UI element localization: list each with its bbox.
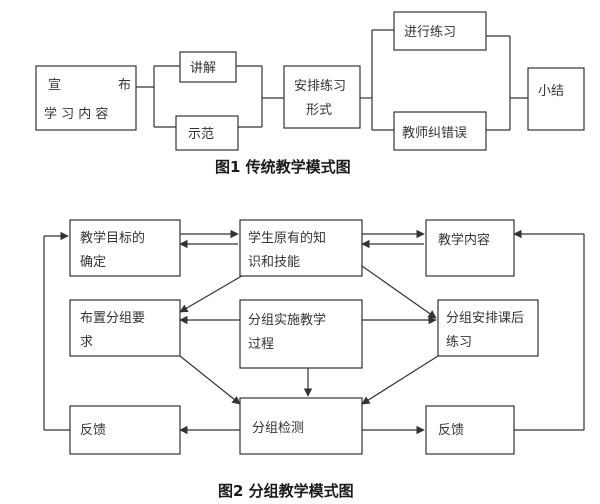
feedback-right-label: 反馈 [438, 423, 464, 438]
arrange-label-line2: 形式 [306, 103, 332, 118]
feedback-right-box: 反馈 [425, 405, 515, 455]
prior-label-line1: 学生原有的知 [248, 230, 326, 246]
group-after-label-line2: 练习 [446, 335, 472, 350]
content-box: 教学内容 [425, 219, 515, 277]
group-impl-label-line1: 分组实施教学 [248, 312, 326, 328]
summary-label: 小结 [538, 84, 564, 99]
group-req-label-line2: 求 [80, 335, 93, 350]
group-requirement-box: 布置分组要 求 [69, 299, 181, 357]
group-after-class-box: 分组安排课后 练习 [437, 299, 539, 357]
group-after-label-line1: 分组安排课后 [446, 311, 524, 326]
announce-label-line1b: 布 [118, 78, 131, 93]
goal-label-line1: 教学目标的 [80, 230, 145, 246]
arrange-practice-box: 安排练习 形式 [283, 65, 361, 129]
figure2-group-model: 教学目标的 确定 学生原有的知 识和技能 教学内容 布置分组要 求 分组实施教学… [43, 219, 585, 500]
prior-label-line2: 识和技能 [248, 255, 300, 270]
demo-label: 示范 [188, 127, 214, 142]
group-impl-label-line2: 过程 [248, 337, 274, 352]
announce-content-box: 宣 布 学 习 内 容 [35, 65, 137, 131]
teacher-correct-box: 教师纠错误 [393, 111, 487, 151]
practice-box: 进行练习 [393, 11, 487, 51]
announce-label-line1: 宣 [48, 77, 61, 93]
group-test-box: 分组检测 [239, 397, 363, 455]
goal-box: 教学目标的 确定 [69, 219, 181, 277]
summary-box: 小结 [527, 67, 585, 131]
feedback-left-label: 反馈 [80, 423, 106, 438]
demo-box: 示范 [175, 115, 239, 151]
prior-knowledge-box: 学生原有的知 识和技能 [239, 219, 363, 277]
arrange-label-line1: 安排练习 [294, 79, 346, 94]
announce-label-line2: 学 习 内 容 [44, 106, 108, 122]
figure1-connectors [136, 29, 528, 131]
lecture-box: 讲解 [179, 51, 237, 83]
group-test-label: 分组检测 [252, 421, 304, 436]
practice-label: 进行练习 [404, 25, 456, 40]
figure1-caption: 图1 传统教学模式图 [215, 158, 351, 176]
figure2-caption: 图2 分组教学模式图 [218, 482, 354, 500]
teacher-correct-label: 教师纠错误 [402, 125, 467, 141]
figure2-connectors [43, 229, 585, 435]
content-label: 教学内容 [438, 232, 490, 248]
group-implementation-box: 分组实施教学 过程 [239, 299, 363, 369]
lecture-label: 讲解 [190, 61, 216, 76]
group-req-label-line1: 布置分组要 [80, 311, 145, 326]
figure1-traditional-model: 宣 布 学 习 内 容 讲解 示范 安排练习 形式 进行练习 教师纠错误 小 [35, 11, 585, 176]
goal-label-line2: 确定 [80, 255, 106, 270]
feedback-left-box: 反馈 [69, 405, 181, 455]
